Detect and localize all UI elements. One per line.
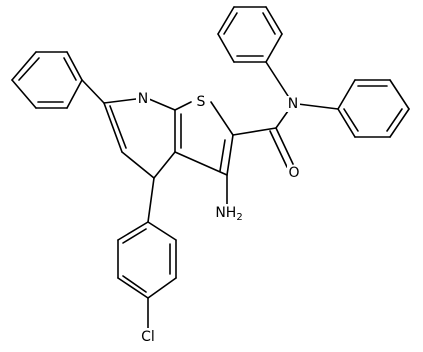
bond-c-n-amide — [275, 110, 289, 129]
atom-nh2-text: NH2 — [215, 205, 242, 223]
atom-nh2-amino: NH2 — [213, 204, 243, 223]
atom-cl-chloro: Cl — [138, 328, 158, 345]
thiophene-ring — [174, 101, 234, 176]
atom-n-amide: N — [286, 96, 300, 112]
pyridine-ring — [103, 98, 182, 179]
bond-carbonyl-carbon — [232, 127, 277, 136]
atom-n-pyridine: N — [136, 91, 150, 107]
atom-o-carbonyl: O — [287, 165, 301, 181]
phenyl-ring-top-left — [11, 51, 83, 109]
bond-carbonyl-o-2 — [269, 130, 288, 168]
bonds — [11, 6, 410, 329]
phenyl-ring-upper-n — [217, 6, 283, 63]
bond-carbonyl-o-1 — [275, 127, 294, 165]
bond-pyridine-to-chlorophenyl — [147, 177, 155, 223]
atom-s-thiophene: S — [194, 94, 208, 110]
bond-n-to-right-phenyl — [297, 103, 339, 110]
atom-n-pyridine-text: N — [138, 91, 148, 107]
bond-n-to-upper-phenyl — [265, 61, 289, 97]
chlorophenyl-ring — [117, 221, 177, 299]
atom-o-text: O — [288, 165, 299, 181]
atom-labels: N S NH2 N O Cl — [136, 91, 301, 345]
atom-s-thiophene-text: S — [197, 94, 206, 110]
atom-cl-text: Cl — [141, 329, 155, 345]
atom-n-amide-text: N — [288, 96, 298, 112]
bond-ring-to-pyridine — [81, 79, 105, 104]
phenyl-ring-right-n — [337, 79, 410, 138]
